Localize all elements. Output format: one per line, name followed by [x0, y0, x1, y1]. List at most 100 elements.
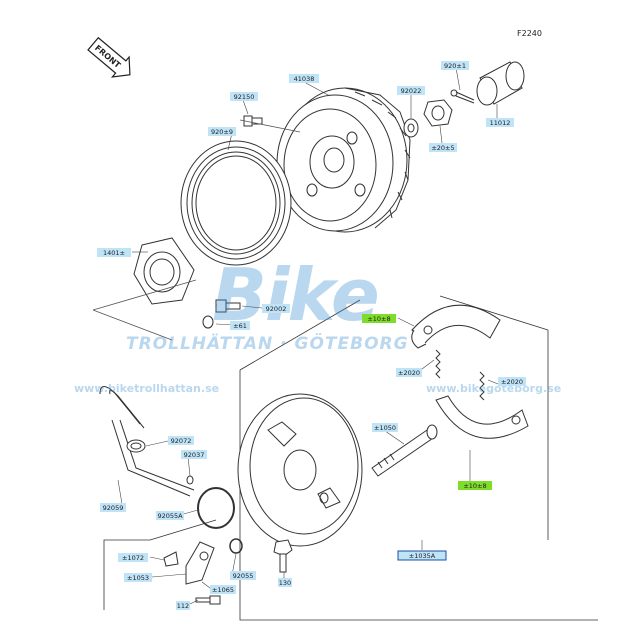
part-label-92041: 920±1 [441, 61, 469, 70]
part-label-text: ±1050 [374, 424, 396, 432]
part-label-41048b: ±10±8 [458, 481, 492, 490]
part-label-text: ±2020 [501, 378, 523, 386]
seal-ring-92049 [180, 140, 292, 266]
leader-lines [117, 67, 499, 605]
part-label-text: ±1072 [122, 554, 144, 562]
part-label-text: 130 [279, 579, 291, 587]
part-label-92055: 92055 [230, 571, 256, 580]
part-label-text: ±20±5 [431, 144, 454, 152]
part-label-41035a: ±1035A [397, 550, 447, 561]
part-label-text: 92037 [184, 451, 205, 459]
part-label-bg [289, 74, 319, 83]
part-label-bg [181, 450, 207, 459]
part-label-bg [230, 92, 258, 101]
plate-14014 [133, 237, 195, 305]
part-label-text: ±1035A [409, 552, 436, 560]
lower-frame [103, 519, 217, 610]
brake-panel [237, 393, 363, 547]
washer-92022 [403, 118, 419, 138]
part-label-42045: ±20±5 [429, 143, 457, 152]
part-label-text: ±1065 [212, 586, 234, 594]
part-label-14014: 1401± [97, 248, 131, 257]
bolt-92002 [215, 299, 241, 313]
part-label-bg [486, 118, 514, 127]
part-label-bg [156, 511, 184, 520]
part-label-bg [230, 571, 256, 580]
cap-11012 [476, 61, 525, 106]
part-label-bg [210, 585, 236, 594]
part-label-41065: ±1065 [210, 585, 236, 594]
part-label-41050: ±1050 [372, 423, 398, 432]
watermark-url-right: www.bikegoteborg.se [426, 382, 561, 395]
part-label-bg [208, 127, 236, 136]
washer-461 [202, 315, 214, 329]
part-label-text: 92072 [171, 437, 192, 445]
part-label-41053: ±1053 [124, 573, 152, 582]
part-label-bg [124, 573, 152, 582]
part-label-bg [429, 143, 457, 152]
part-label-text: ±2020 [398, 369, 420, 377]
part-label-text: ±10±8 [367, 315, 390, 323]
part-label-bg [372, 423, 398, 432]
part-label-text: 92055 [233, 572, 254, 580]
part-label-text: 920±1 [444, 62, 466, 70]
watermark-tagline: TROLLHÄTTAN · GÖTEBORG [126, 332, 409, 354]
part-label-92055a: 92055A [156, 511, 184, 520]
part-label-bg [362, 314, 396, 323]
part-label-92022: 92022 [397, 86, 425, 95]
part-label-11012: 11012 [486, 118, 514, 127]
part-label-92072: 92072 [168, 436, 194, 445]
part-label-41038: 41038 [289, 74, 319, 83]
part-label-bg [441, 61, 469, 70]
part-label-bg [118, 553, 148, 562]
part-label-text: 11012 [490, 119, 511, 127]
part-label-bg [397, 86, 425, 95]
rear-hub-drum [276, 87, 411, 233]
part-label-461: ±61 [230, 321, 250, 330]
part-label-text: 92022 [401, 87, 422, 95]
brake-shoe-upper-41048 [411, 304, 501, 349]
part-label-92059: 92059 [100, 503, 126, 512]
part-label-41048a: ±10±8 [362, 314, 396, 323]
part-label-text: ±1053 [127, 574, 149, 582]
part-label-92049: 920±9 [208, 127, 236, 136]
part-label-bg [278, 578, 292, 587]
part-label-bg [230, 321, 250, 330]
part-label-42020b: ±2020 [498, 377, 526, 386]
bolt-130 [273, 539, 293, 573]
part-label-bg [397, 550, 447, 561]
o-ring-92055a [197, 487, 235, 529]
castle-nut-42045 [423, 99, 453, 127]
part-label-bg [396, 368, 422, 377]
part-label-text: ±10±8 [463, 482, 486, 490]
cotter-pin-92041 [450, 89, 475, 104]
part-label-text: 92059 [103, 504, 124, 512]
bolt-112 [195, 595, 221, 605]
brake-cable-92059 [99, 386, 195, 497]
watermark-url-left: www.biketrollhattan.se [74, 382, 219, 395]
front-arrow-icon: FRONT [87, 36, 131, 78]
spring-42020-left [435, 349, 441, 379]
part-label-text: 920±9 [211, 128, 233, 136]
part-label-bg [458, 481, 492, 490]
brake-shoe-lower-41048 [435, 395, 529, 439]
part-label-text: 112 [177, 602, 189, 610]
part-label-text: 92055A [157, 512, 183, 520]
part-label-92037: 92037 [181, 450, 207, 459]
part-label-112: 112 [176, 601, 190, 610]
grommet-92037 [186, 475, 194, 485]
seal-92055 [229, 538, 243, 554]
part-label-text: ±61 [233, 322, 247, 330]
part-label-text: 92150 [234, 93, 255, 101]
part-label-text: 41038 [294, 75, 315, 83]
part-label-130: 130 [278, 578, 292, 587]
part-label-92002: 92002 [262, 304, 290, 313]
part-label-bg [498, 377, 526, 386]
spring-42020-right [479, 371, 485, 401]
explode-lines-top [92, 119, 301, 341]
part-label-bg [100, 503, 126, 512]
camshaft-41050 [371, 424, 438, 477]
part-label-bg [97, 248, 131, 257]
